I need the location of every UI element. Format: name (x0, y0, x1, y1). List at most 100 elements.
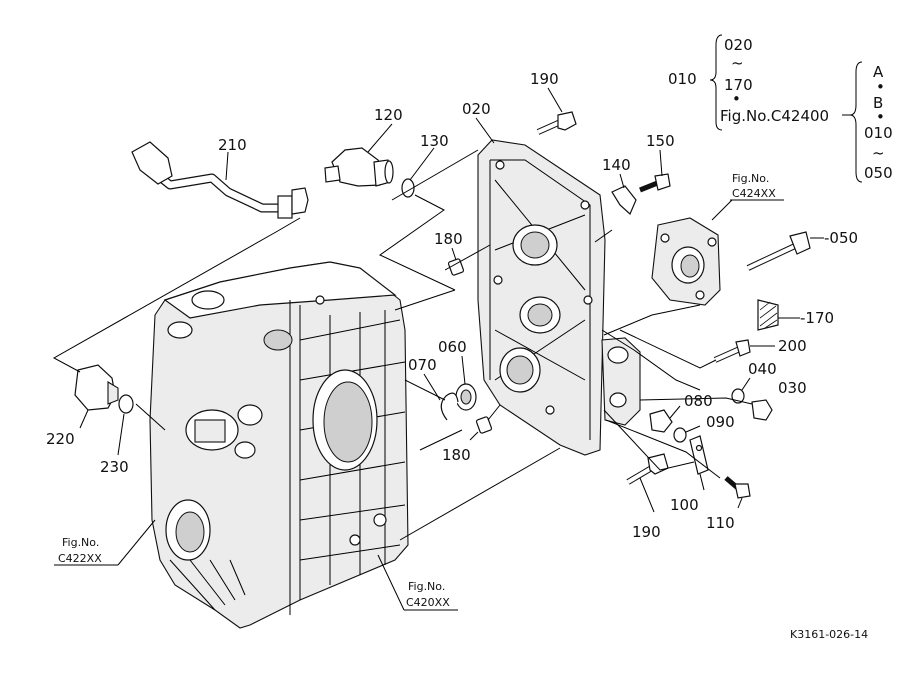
assembly-header (709, 34, 863, 183)
fitting-220-thread (107, 381, 119, 405)
label-030: 030 (778, 379, 807, 397)
cap-080 (649, 409, 673, 433)
pin-180-bottom (475, 416, 493, 434)
cover-hole-3 (493, 275, 503, 285)
label-090: 090 (706, 413, 735, 431)
case-top-boss-2 (263, 329, 293, 351)
label-100: 100 (670, 496, 699, 514)
cover-hole (495, 160, 505, 170)
range-tilde: ~ (731, 54, 744, 72)
bolt-050-head (789, 231, 811, 255)
pipe-nut-left (131, 141, 173, 185)
drawing-id: K3161-026-14 (790, 628, 868, 641)
bolt-150 (639, 173, 671, 193)
clip-140 (611, 185, 637, 216)
transmission-case (149, 261, 409, 629)
pump-hole-2 (707, 237, 717, 247)
pump-bore-inner (680, 254, 700, 278)
left-brace (709, 34, 723, 131)
o-ring-090 (673, 427, 687, 443)
case-small-bore (237, 404, 263, 426)
bolt-head (557, 111, 577, 131)
case-small-bore-2 (234, 441, 256, 459)
elbow-end (384, 160, 394, 184)
plug-030-body (751, 399, 773, 421)
case-top-boss-3 (167, 321, 193, 339)
label-020: 020 (462, 100, 491, 118)
o-ring-230 (118, 394, 134, 414)
cover-hole-4 (583, 295, 593, 305)
group-b: B (873, 94, 883, 112)
case-bolt-hole-2 (373, 513, 387, 527)
label-190-top: 190 (530, 70, 559, 88)
right-brace (849, 61, 863, 183)
label-010-header: 010 (668, 70, 697, 88)
fig-ref-c422-number: C422XX (58, 552, 102, 565)
fig-ref-c422-title: Fig.No. (62, 536, 99, 549)
plate-100-hole (695, 444, 703, 452)
case-bolt-hole (315, 295, 325, 305)
fig-ref-c424-number: C424XX (732, 187, 776, 200)
pump-housing (651, 217, 721, 306)
case-fins (169, 559, 246, 611)
label-010-range: 010 (864, 124, 893, 142)
label-170: -170 (800, 309, 834, 327)
fig-ref-c42400: Fig.No.C42400 (720, 107, 829, 125)
case-bolt-hole-3 (349, 534, 361, 546)
label-060: 060 (438, 338, 467, 356)
plate-100 (689, 435, 709, 475)
label-150: 150 (646, 132, 675, 150)
fig-ref-c420-number: C420XX (406, 596, 450, 609)
bolt-200-head (735, 339, 751, 357)
label-210: 210 (218, 136, 247, 154)
label-230: 230 (100, 458, 129, 476)
group-dot-2: • (876, 108, 885, 126)
bolt-110 (724, 476, 751, 499)
cover-bore-mid-inner (527, 303, 553, 327)
side-housing-port-2 (609, 392, 627, 408)
o-ring-040 (731, 388, 745, 404)
label-120: 120 (374, 106, 403, 124)
pipe-210 (131, 141, 309, 219)
label-180-top: 180 (434, 230, 463, 248)
case-left-shaft (194, 419, 226, 443)
pump-hole (660, 233, 670, 243)
label-020-range: 020 (724, 36, 753, 54)
plug-030 (751, 399, 773, 421)
elbow-fitting-120 (324, 147, 394, 187)
group-dot-1: • (876, 78, 885, 96)
label-220: 220 (46, 430, 75, 448)
seal-060-inner (460, 389, 472, 405)
side-housing (601, 337, 641, 426)
bolt-110-head (734, 483, 751, 499)
fig-ref-c420-title: Fig.No. (408, 580, 445, 593)
gasket-170-hatch (759, 301, 778, 329)
bolt-150-head (654, 173, 671, 191)
bolt-050-shank-fill (747, 244, 796, 270)
bolt-050 (746, 231, 811, 271)
label-140: 140 (602, 156, 631, 174)
cover-plate-020 (477, 139, 606, 456)
bolt-190-top (536, 111, 577, 135)
range-tilde-2: ~ (872, 144, 885, 162)
case-main-bore-inner (323, 381, 373, 463)
cover-bore-low-inner (506, 355, 534, 385)
label-180-bottom: 180 (442, 446, 471, 464)
pipe-nut-right (291, 187, 309, 215)
label-040: 040 (748, 360, 777, 378)
case-lower-bore-inner (175, 511, 205, 553)
pump-hole-3 (695, 290, 705, 300)
pipe-sleeve-right (277, 195, 293, 219)
bolt-200-shank-fill (714, 346, 743, 362)
bolt-200 (713, 339, 751, 363)
label-080: 080 (684, 392, 713, 410)
label-130: 130 (420, 132, 449, 150)
label-110: 110 (706, 514, 735, 532)
label-070: 070 (408, 356, 437, 374)
fitting-220 (74, 364, 119, 411)
gasket-170 (757, 299, 779, 331)
group-a: A (873, 63, 884, 81)
label-050: -050 (824, 229, 858, 247)
bolt-190-bottom (626, 453, 669, 485)
